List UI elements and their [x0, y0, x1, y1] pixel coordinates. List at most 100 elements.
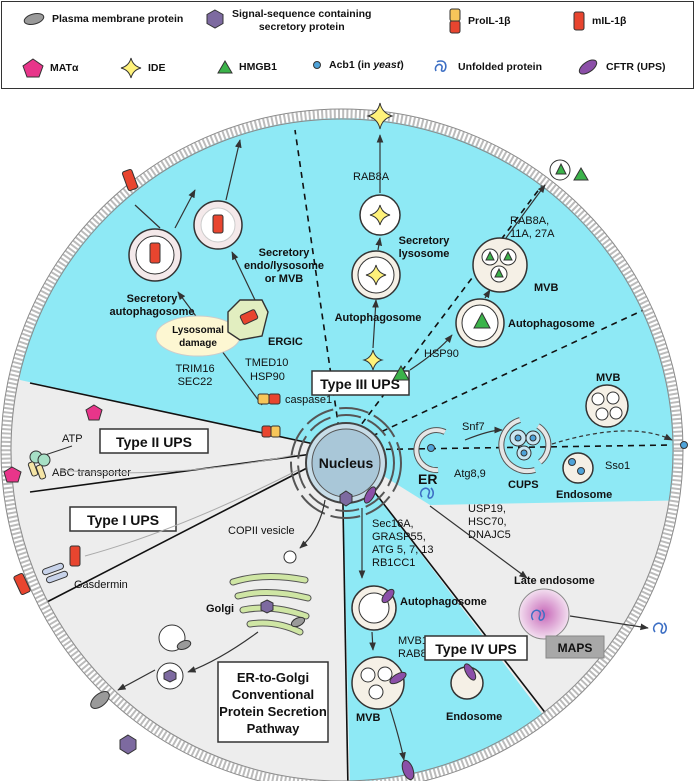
m-il1b-icon: [121, 168, 139, 192]
secretory-autophagy-section: Secretory autophagosome Lysosomal damage…: [110, 139, 332, 438]
legend-acb1: Acb1 (in yeast): [311, 59, 404, 71]
type3-region: [10, 118, 674, 505]
type1-section: Type I UPS Gasdermin: [13, 469, 299, 596]
nucleus-er-complex: Nucleus ER: [290, 407, 437, 519]
autophagosome-t3a-label: Autophagosome: [335, 312, 422, 324]
m-il1b-icon: [13, 572, 31, 596]
acb1-icon: [313, 61, 321, 69]
secretory-autophagosome-label: autophagosome: [110, 306, 195, 318]
legend-label: secretory protein: [258, 21, 345, 33]
sec16a-label: Sec16A,: [372, 518, 414, 530]
conventional-label: Conventional: [232, 687, 314, 702]
type1-label: Type I UPS: [87, 512, 159, 528]
legend-label: HMGB1: [239, 61, 277, 73]
type2-label: Type II UPS: [116, 434, 192, 450]
abc-transporter-icon: [27, 450, 51, 480]
gasdermin-label: Gasdermin: [74, 579, 128, 591]
type2-section: Type II UPS ATP ABC transporter: [3, 404, 296, 483]
cups-icon: [498, 417, 552, 475]
ide-icon: [120, 57, 142, 79]
abc-transporter-label: ABC transporter: [52, 467, 131, 479]
sso1-label: Sso1: [605, 460, 630, 472]
hmgb1-icon: [217, 60, 233, 74]
golgi-icon: [229, 572, 312, 636]
secretory-endolysosome-label: endo/lysosome: [244, 260, 324, 272]
trim16-label: TRIM16: [175, 363, 214, 375]
cftr-icon: [578, 59, 598, 75]
legend-hmgb1: HMGB1: [217, 59, 277, 75]
mat-alpha-icon: [3, 466, 22, 483]
late-endosome-label: Late endosome: [514, 575, 595, 587]
pro-il1b-icon: [261, 425, 272, 438]
golgi-label: Golgi: [206, 603, 234, 615]
mvb-icon: [585, 384, 629, 428]
secretory-lysosome-label: lysosome: [399, 248, 450, 260]
signal-sequence-protein-icon: [206, 9, 224, 29]
nucleus-label: Nucleus: [319, 455, 374, 471]
legend-ide: IDE: [120, 57, 166, 79]
hsc70-label: HSC70,: [468, 516, 507, 528]
mvb-t4-label: MVB: [356, 712, 381, 724]
endosome-t4-label: Endosome: [446, 711, 502, 723]
mat-alpha-icon: [85, 404, 103, 421]
legend-label: mIL-1β: [592, 15, 627, 27]
maps-label: MAPS: [558, 641, 593, 655]
legend-label: ProIL-1β: [468, 15, 511, 27]
atg89-label: Atg8,9: [454, 468, 486, 480]
autophagosome-t3b-label: Autophagosome: [508, 318, 595, 330]
legend-plasma-membrane-protein: Plasma membrane protein: [22, 12, 183, 26]
type3-section: Type III UPS Autophagosome Secretory lys…: [311, 102, 595, 396]
unfolded-protein-icon: [434, 60, 447, 72]
rab8a-label: RAB8A: [353, 171, 390, 183]
mat-alpha-icon: [22, 58, 44, 78]
type4-label: Type IV UPS: [435, 641, 516, 657]
secretory-lysosome-label: Secretory: [399, 235, 451, 247]
autophagosome-t4-label: Autophagosome: [400, 596, 487, 608]
maps-section: USP19, HSC70, DNAJC5 Late endosome MAPS: [419, 487, 667, 659]
endosome-icon: [562, 452, 594, 484]
plasma-membrane: [1, 109, 683, 781]
rb1cc1-label: RB1CC1: [372, 557, 415, 569]
ergic-label: ERGIC: [268, 336, 303, 348]
mvb-t3-label: MVB: [534, 282, 559, 294]
legend-pro-il1b: ProIL-1β: [448, 8, 511, 34]
dnajc5-label: DNAJC5: [468, 529, 511, 541]
legend-label: IDE: [148, 62, 166, 74]
legend-label: MATα: [50, 62, 79, 74]
cups-section: Atg8,9 Snf7 CUPS Sso1 MVB Endosome: [413, 372, 688, 501]
lysosomal-damage-label: damage: [179, 338, 217, 349]
secretory-endolysosome-label: Secretory: [259, 247, 311, 259]
rab8a-multi-label: 11A, 27A: [510, 228, 555, 240]
pro-il1b-icon: [449, 8, 461, 34]
legend-label: CFTR (UPS): [606, 61, 666, 73]
m-il1b-icon: [573, 11, 585, 31]
legend-label: Unfolded protein: [458, 61, 542, 73]
secretory-autophagosome-label: Secretory: [127, 293, 179, 305]
atp-label: ATP: [62, 433, 83, 445]
type4-section: Sec16A, GRASP55, ATG 5, 7, 13 RB1CC1 Aut…: [351, 508, 528, 781]
conventional-label: Pathway: [247, 721, 301, 736]
mvb-cups-label: MVB: [596, 372, 621, 384]
legend-mat-alpha: MATα: [22, 58, 78, 78]
copii-vesicle-label: COPII vesicle: [228, 525, 295, 537]
endosome-cups-label: Endosome: [556, 489, 612, 501]
cups-label: CUPS: [508, 479, 539, 491]
legend-cftr: CFTR (UPS): [576, 57, 666, 77]
conventional-label: ER-to-Golgi: [237, 670, 309, 685]
legend-signal-sequence-protein: Signal-sequence containing secretory pro…: [204, 8, 371, 34]
snf7-label: Snf7: [462, 421, 485, 433]
rab8a-multi-label: RAB8A,: [510, 215, 549, 227]
er-label: ER: [418, 471, 437, 487]
legend-box: Plasma membrane protein Signal-sequence …: [1, 1, 694, 89]
tmed10-label: TMED10: [245, 357, 288, 369]
er-icon: [290, 407, 402, 519]
gasdermin-icon: [41, 562, 69, 584]
signal-sequence-protein-icon: [119, 734, 137, 755]
hsp90-label: HSP90: [424, 348, 459, 360]
atg-label: ATG 5, 7, 13: [372, 544, 434, 556]
legend-unfolded-protein: Unfolded protein: [432, 58, 542, 76]
grasp55-label: GRASP55,: [372, 531, 426, 543]
m-il1b-icon: [69, 545, 81, 567]
sec22-label: SEC22: [178, 376, 213, 388]
